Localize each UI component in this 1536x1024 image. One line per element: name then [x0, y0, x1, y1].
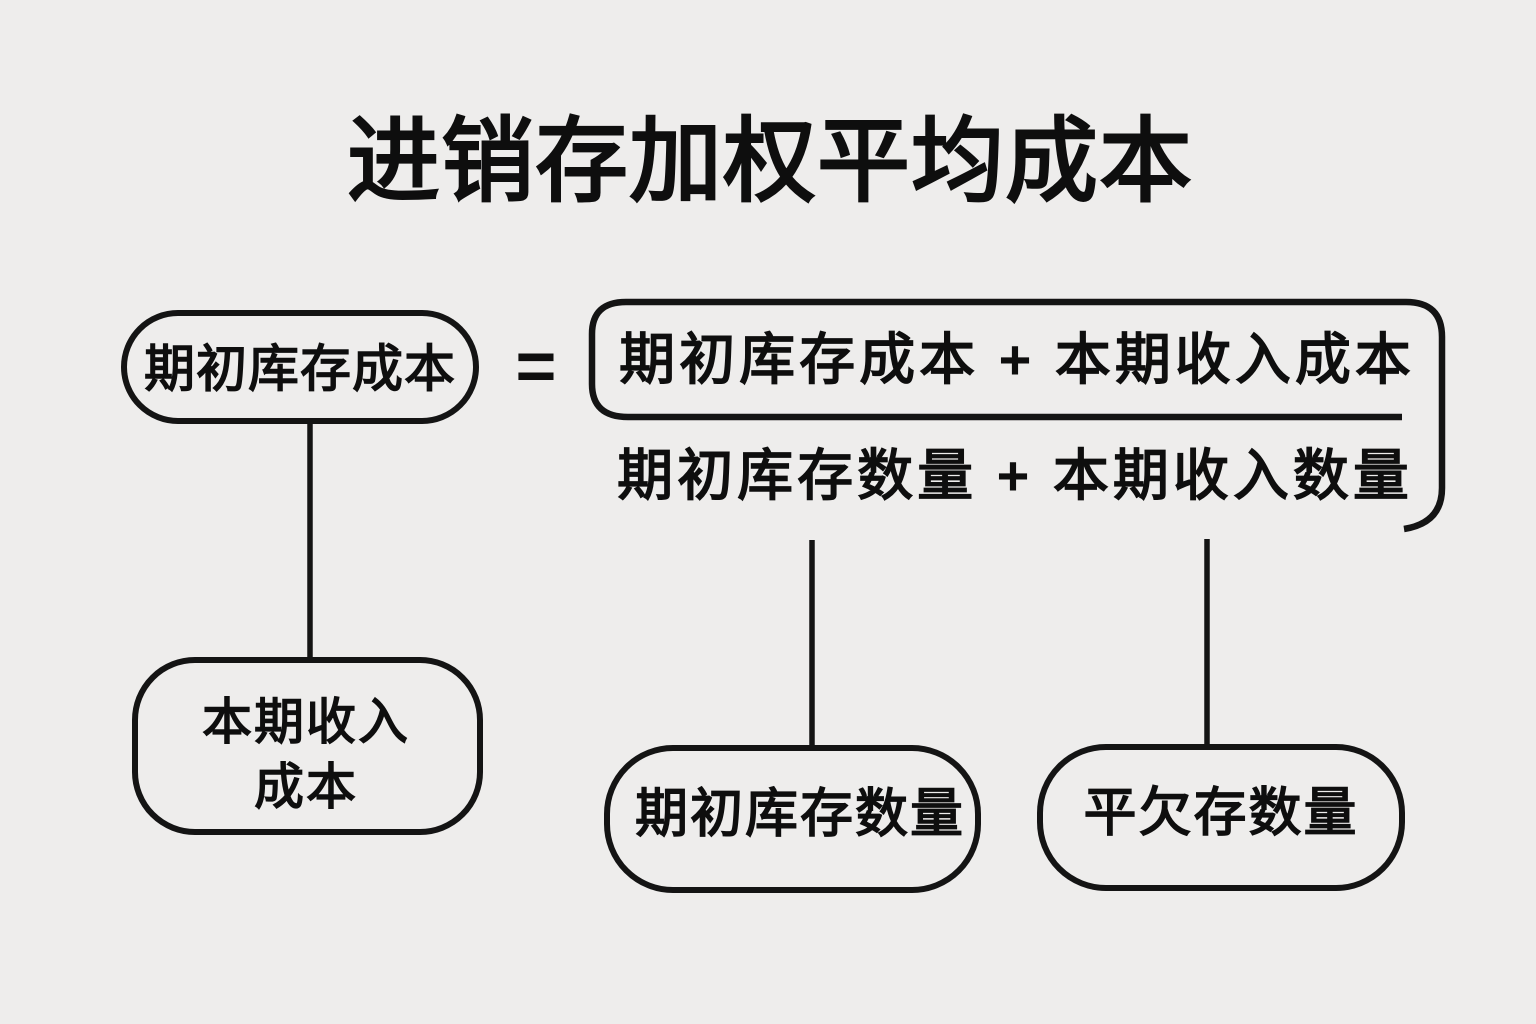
avg-qty-box-label: 平欠存数量	[1083, 783, 1359, 843]
page-title: 进销存加权平均成本	[347, 109, 1193, 214]
income-cost-line2: 成本	[254, 759, 358, 815]
income-cost-line1: 本期收入	[202, 694, 410, 750]
result-pill-outline	[121, 310, 479, 424]
fraction-bracket-outline	[588, 298, 1446, 533]
income-cost-box-outline	[132, 657, 483, 835]
fraction-denominator: 期初库存数量 + 本期收入数量	[617, 444, 1413, 507]
fraction-numerator: 期初库存成本 + 本期收入成本	[619, 328, 1415, 391]
beginning-qty-box-label: 期初库存数量	[635, 784, 965, 844]
avg-qty-box-outline	[1037, 744, 1405, 891]
beginning-qty-box-outline	[604, 745, 981, 893]
income-cost-box-label: 本期收入 成本	[202, 690, 410, 820]
equals-sign: =	[515, 327, 557, 405]
result-pill-label: 期初库存成本	[143, 340, 457, 398]
